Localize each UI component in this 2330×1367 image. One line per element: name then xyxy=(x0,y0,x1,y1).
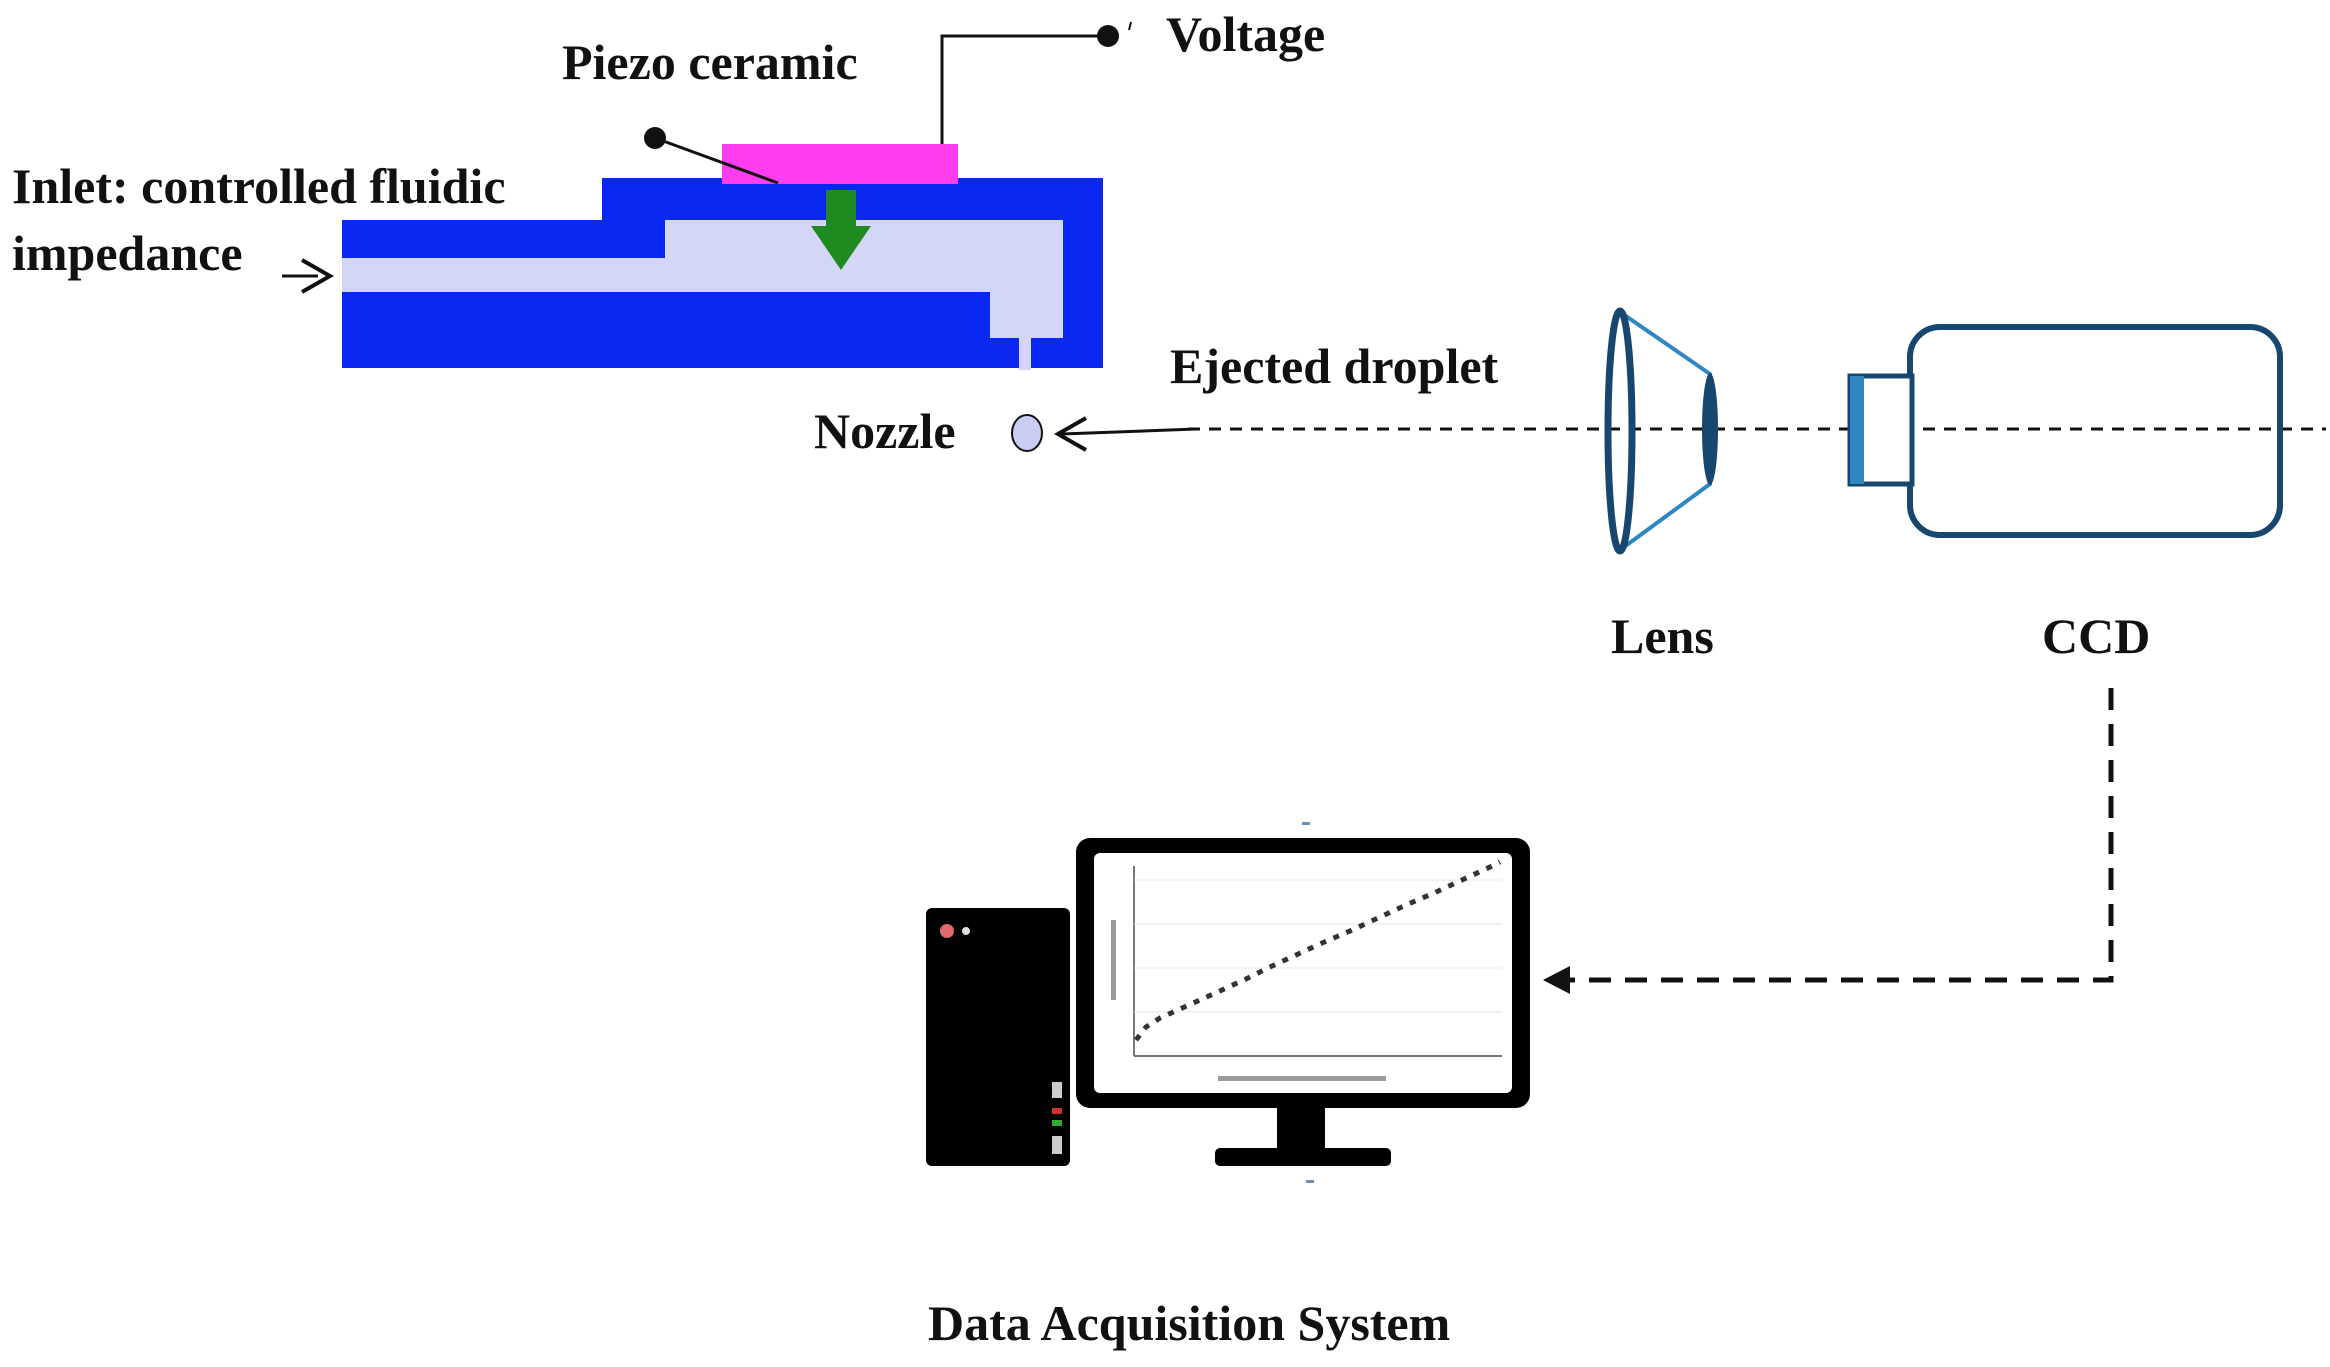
fluid-channel xyxy=(342,220,1063,368)
piezo-label: Piezo ceramic xyxy=(562,34,858,90)
monitor-screen xyxy=(1094,853,1512,1093)
nozzle-opening xyxy=(1019,334,1031,370)
inlet-arrow xyxy=(282,258,335,294)
daq-label: Data Acquisition System xyxy=(928,1295,1450,1351)
printhead-channel xyxy=(342,144,1103,370)
piezo-ceramic xyxy=(722,144,958,184)
lens-label: Lens xyxy=(1611,608,1714,664)
data-link xyxy=(1543,688,2114,994)
inlet-label-line2: impedance xyxy=(12,225,243,281)
voltage-label: Voltage xyxy=(1166,6,1325,62)
down-arrow-icon xyxy=(811,190,871,270)
screen-plot xyxy=(1111,859,1502,1081)
nozzle-label: Nozzle xyxy=(814,403,956,459)
voltage-lead xyxy=(940,21,1132,144)
inlet-label-line1: Inlet: controlled fluidic xyxy=(12,158,506,214)
lens-icon xyxy=(1604,307,1718,555)
computer-tower xyxy=(926,908,1070,1166)
camera-icon xyxy=(1847,324,2283,538)
droplet-icon xyxy=(1011,414,1043,452)
ccd-label: CCD xyxy=(2042,608,2150,664)
ejected-droplet-label: Ejected droplet xyxy=(1170,338,1499,394)
piezo-lead xyxy=(644,127,779,185)
desktop-computer-icon xyxy=(926,822,1530,1183)
droplet-arrow xyxy=(1053,416,1197,452)
